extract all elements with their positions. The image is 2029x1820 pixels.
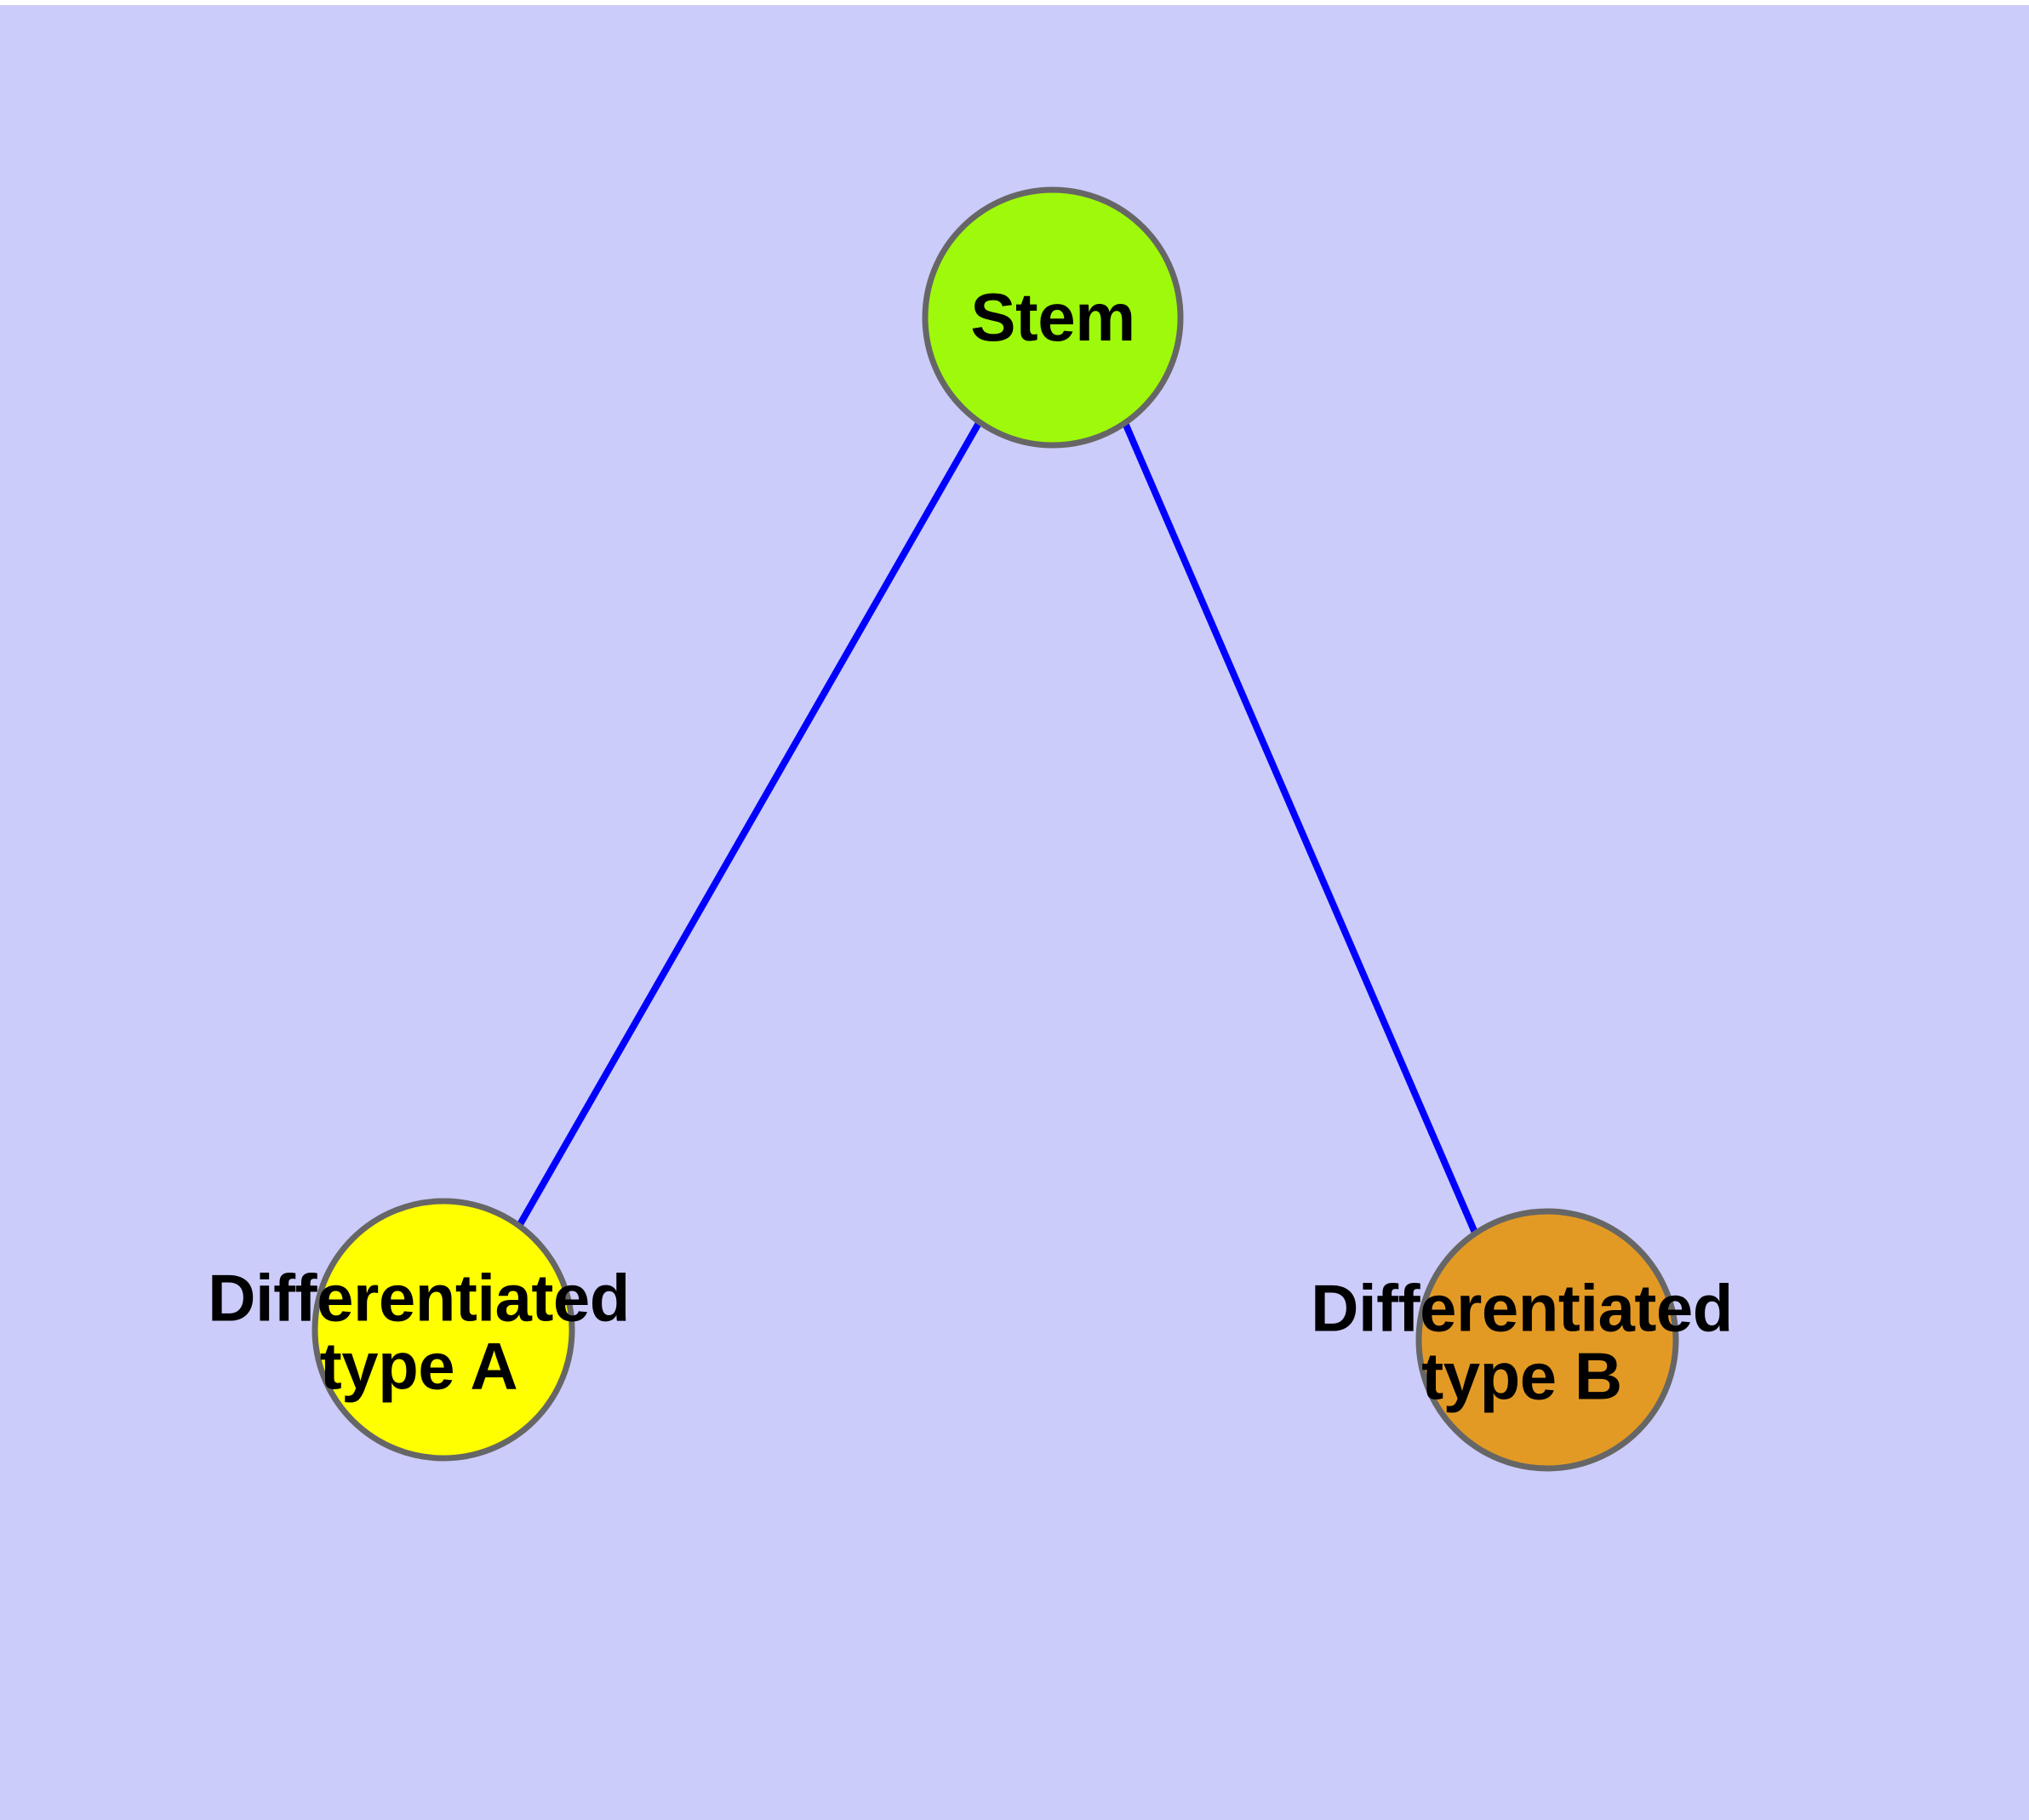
edge-stem-to-differentiated-type-a[interactable] bbox=[516, 421, 982, 1228]
node-stem[interactable] bbox=[922, 186, 1184, 449]
node-differentiated-type-a[interactable] bbox=[311, 1198, 575, 1462]
edge-layer bbox=[516, 421, 1478, 1234]
node-label-differentiated-type-b: Differentiated type B bbox=[1311, 1270, 1733, 1414]
node-label-stem: Stem bbox=[970, 278, 1135, 355]
edge-stem-to-differentiated-type-b[interactable] bbox=[1122, 421, 1478, 1234]
node-layer bbox=[311, 186, 1679, 1472]
node-label-differentiated-type-a: Differentiated type A bbox=[208, 1260, 630, 1404]
node-differentiated-type-b[interactable] bbox=[1415, 1208, 1679, 1472]
